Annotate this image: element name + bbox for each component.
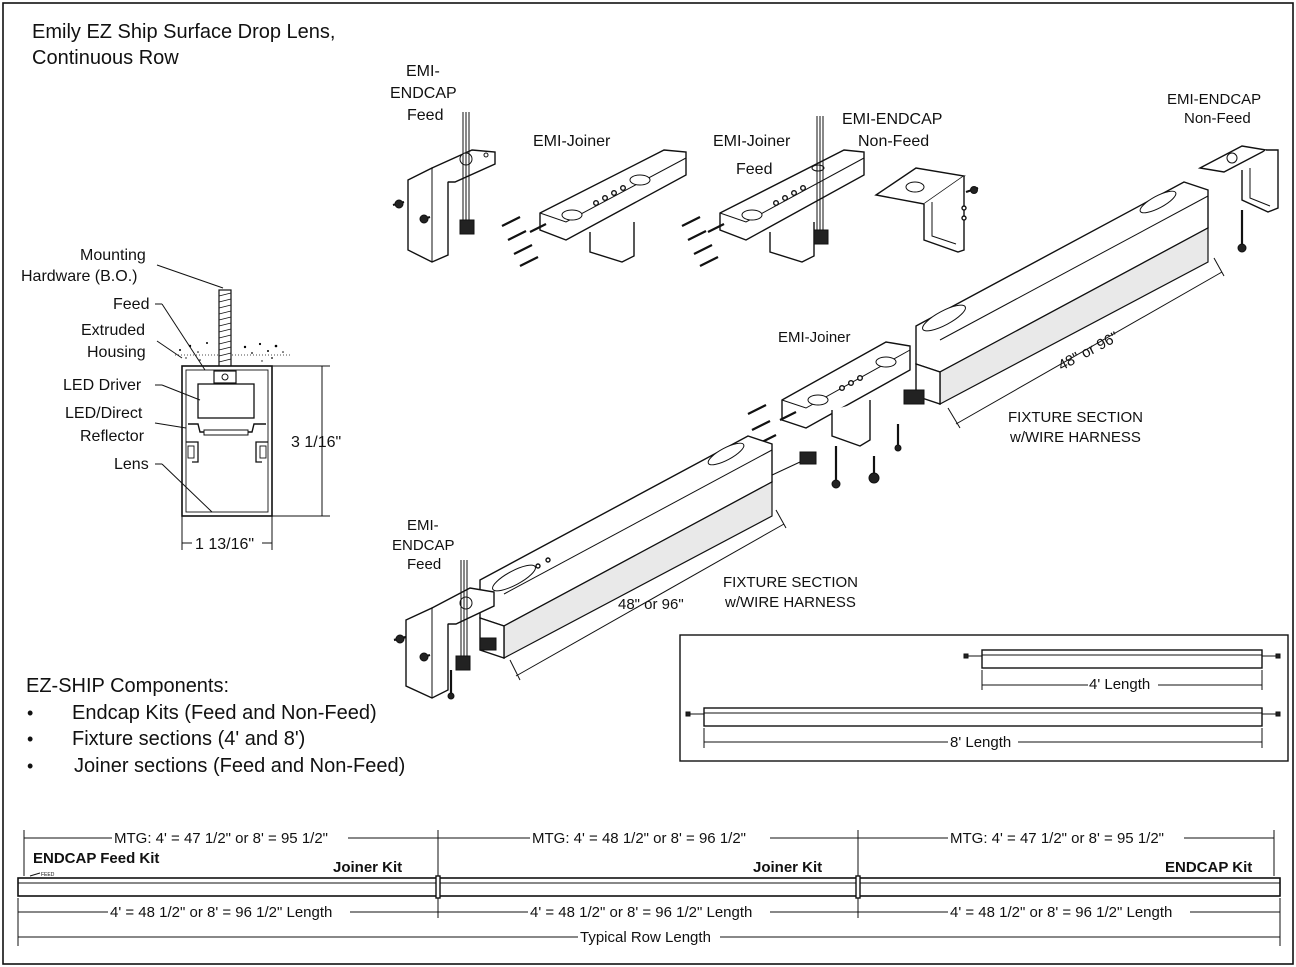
label-endcap-feed-top-2: ENDCAP [390, 85, 457, 102]
label-endcap-feed-assembly-1: EMI- [407, 517, 439, 534]
components-bullet-3: • [27, 756, 33, 776]
row-mtg-2: MTG: 4' = 48 1/2" or 8' = 96 1/2" [532, 830, 746, 847]
label-joiner-feed-top-2: Feed [736, 161, 772, 178]
row-kit-joiner-2: Joiner Kit [753, 859, 822, 876]
components-item-1: Endcap Kits (Feed and Non-Feed) [72, 702, 377, 724]
label-4ft-length: 4' Length [1089, 676, 1150, 693]
label-endcap-nonfeed-right-1: EMI-ENDCAP [1167, 91, 1261, 108]
row-mtg-3: MTG: 4' = 47 1/2" or 8' = 95 1/2" [950, 830, 1164, 847]
label-fixture-upper-2: w/WIRE HARNESS [1009, 429, 1141, 446]
label-fixture-lower-1: FIXTURE SECTION [723, 574, 858, 591]
label-led-driver: LED Driver [63, 377, 142, 394]
label-endcap-nonfeed-right-2: Non-Feed [1184, 110, 1251, 127]
row-length-1: 4' = 48 1/2" or 8' = 96 1/2" Length [110, 904, 332, 921]
title-line-1: Emily EZ Ship Surface Drop Lens, [32, 21, 335, 43]
label-fixture-lower-2: w/WIRE HARNESS [724, 594, 856, 611]
label-endcap-feed-assembly-3: Feed [407, 556, 441, 573]
label-endcap-feed-top-1: EMI- [406, 63, 440, 80]
row-feed-tag: FEED [41, 872, 55, 878]
label-joiner-assembly: EMI-Joiner [778, 329, 851, 346]
label-length-lower: 48" or 96" [618, 596, 684, 613]
dim-width: 1 13/16" [195, 536, 254, 553]
label-mounting-hardware-1: Mounting [80, 247, 146, 264]
row-kit-endcap-feed: ENDCAP Feed Kit [33, 850, 159, 867]
label-joiner-top: EMI-Joiner [533, 133, 611, 150]
row-length-2: 4' = 48 1/2" or 8' = 96 1/2" Length [530, 904, 752, 921]
ceiling-texture [175, 342, 290, 362]
components-item-2: Fixture sections (4' and 8') [72, 728, 305, 750]
label-mounting-hardware-2: Hardware (B.O.) [21, 268, 137, 285]
endcap-feed-assembly: EMI- ENDCAP Feed [392, 517, 497, 700]
part-endcap-feed-top: EMI- ENDCAP Feed [390, 63, 496, 263]
part-endcap-nonfeed-right: EMI-ENDCAP Non-Feed [1167, 91, 1279, 253]
label-joiner-feed-top-1: EMI-Joiner [713, 133, 791, 150]
nut [213, 370, 237, 384]
dim-height: 3 1/16" [291, 434, 341, 451]
row-mtg-1: MTG: 4' = 47 1/2" or 8' = 95 1/2" [114, 830, 328, 847]
label-extruded-2: Housing [87, 344, 146, 361]
label-endcap-nonfeed-top-2: Non-Feed [858, 133, 929, 150]
components-bullet-1: • [27, 703, 33, 723]
row-kit-endcap: ENDCAP Kit [1165, 859, 1252, 876]
cross-section: Mounting Hardware (B.O.) Feed Extruded H… [21, 247, 341, 553]
lengths-box: 4' Length 8' Length [679, 634, 1289, 762]
components-heading: EZ-SHIP Components: [26, 675, 229, 697]
row-diagram: MTG: 4' = 47 1/2" or 8' = 95 1/2" MTG: 4… [17, 830, 1281, 946]
part-joiner-top: EMI-Joiner [501, 133, 687, 267]
components-list: EZ-SHIP Components: • Endcap Kits (Feed … [26, 675, 405, 777]
label-fixture-upper-1: FIXTURE SECTION [1008, 409, 1143, 426]
label-8ft-length: 8' Length [950, 734, 1011, 751]
label-endcap-feed-assembly-2: ENDCAP [392, 537, 455, 554]
row-total-length: Typical Row Length [580, 929, 711, 946]
joiner-assembly: EMI-Joiner [747, 329, 911, 489]
components-item-3: Joiner sections (Feed and Non-Feed) [74, 755, 405, 777]
label-extruded-1: Extruded [81, 322, 145, 339]
row-length-3: 4' = 48 1/2" or 8' = 96 1/2" Length [950, 904, 1172, 921]
part-joiner-feed-top: EMI-Joiner Feed [681, 116, 865, 267]
label-reflector-2: Reflector [80, 428, 145, 445]
row-kit-joiner-1: Joiner Kit [333, 859, 402, 876]
label-endcap-nonfeed-top-1: EMI-ENDCAP [842, 111, 942, 128]
fixture-section-lower: 48" or 96" FIXTURE SECTION w/WIRE HARNES… [479, 435, 858, 681]
row-fixture-bar [17, 877, 1281, 897]
label-endcap-feed-top-3: Feed [407, 107, 443, 124]
components-bullet-2: • [27, 729, 33, 749]
led-driver [197, 383, 255, 419]
part-endcap-nonfeed-top: EMI-ENDCAP Non-Feed [842, 111, 979, 253]
label-lens: Lens [114, 456, 149, 473]
label-feed: Feed [113, 296, 149, 313]
label-reflector-1: LED/Direct [65, 405, 143, 422]
title-line-2: Continuous Row [32, 47, 179, 69]
